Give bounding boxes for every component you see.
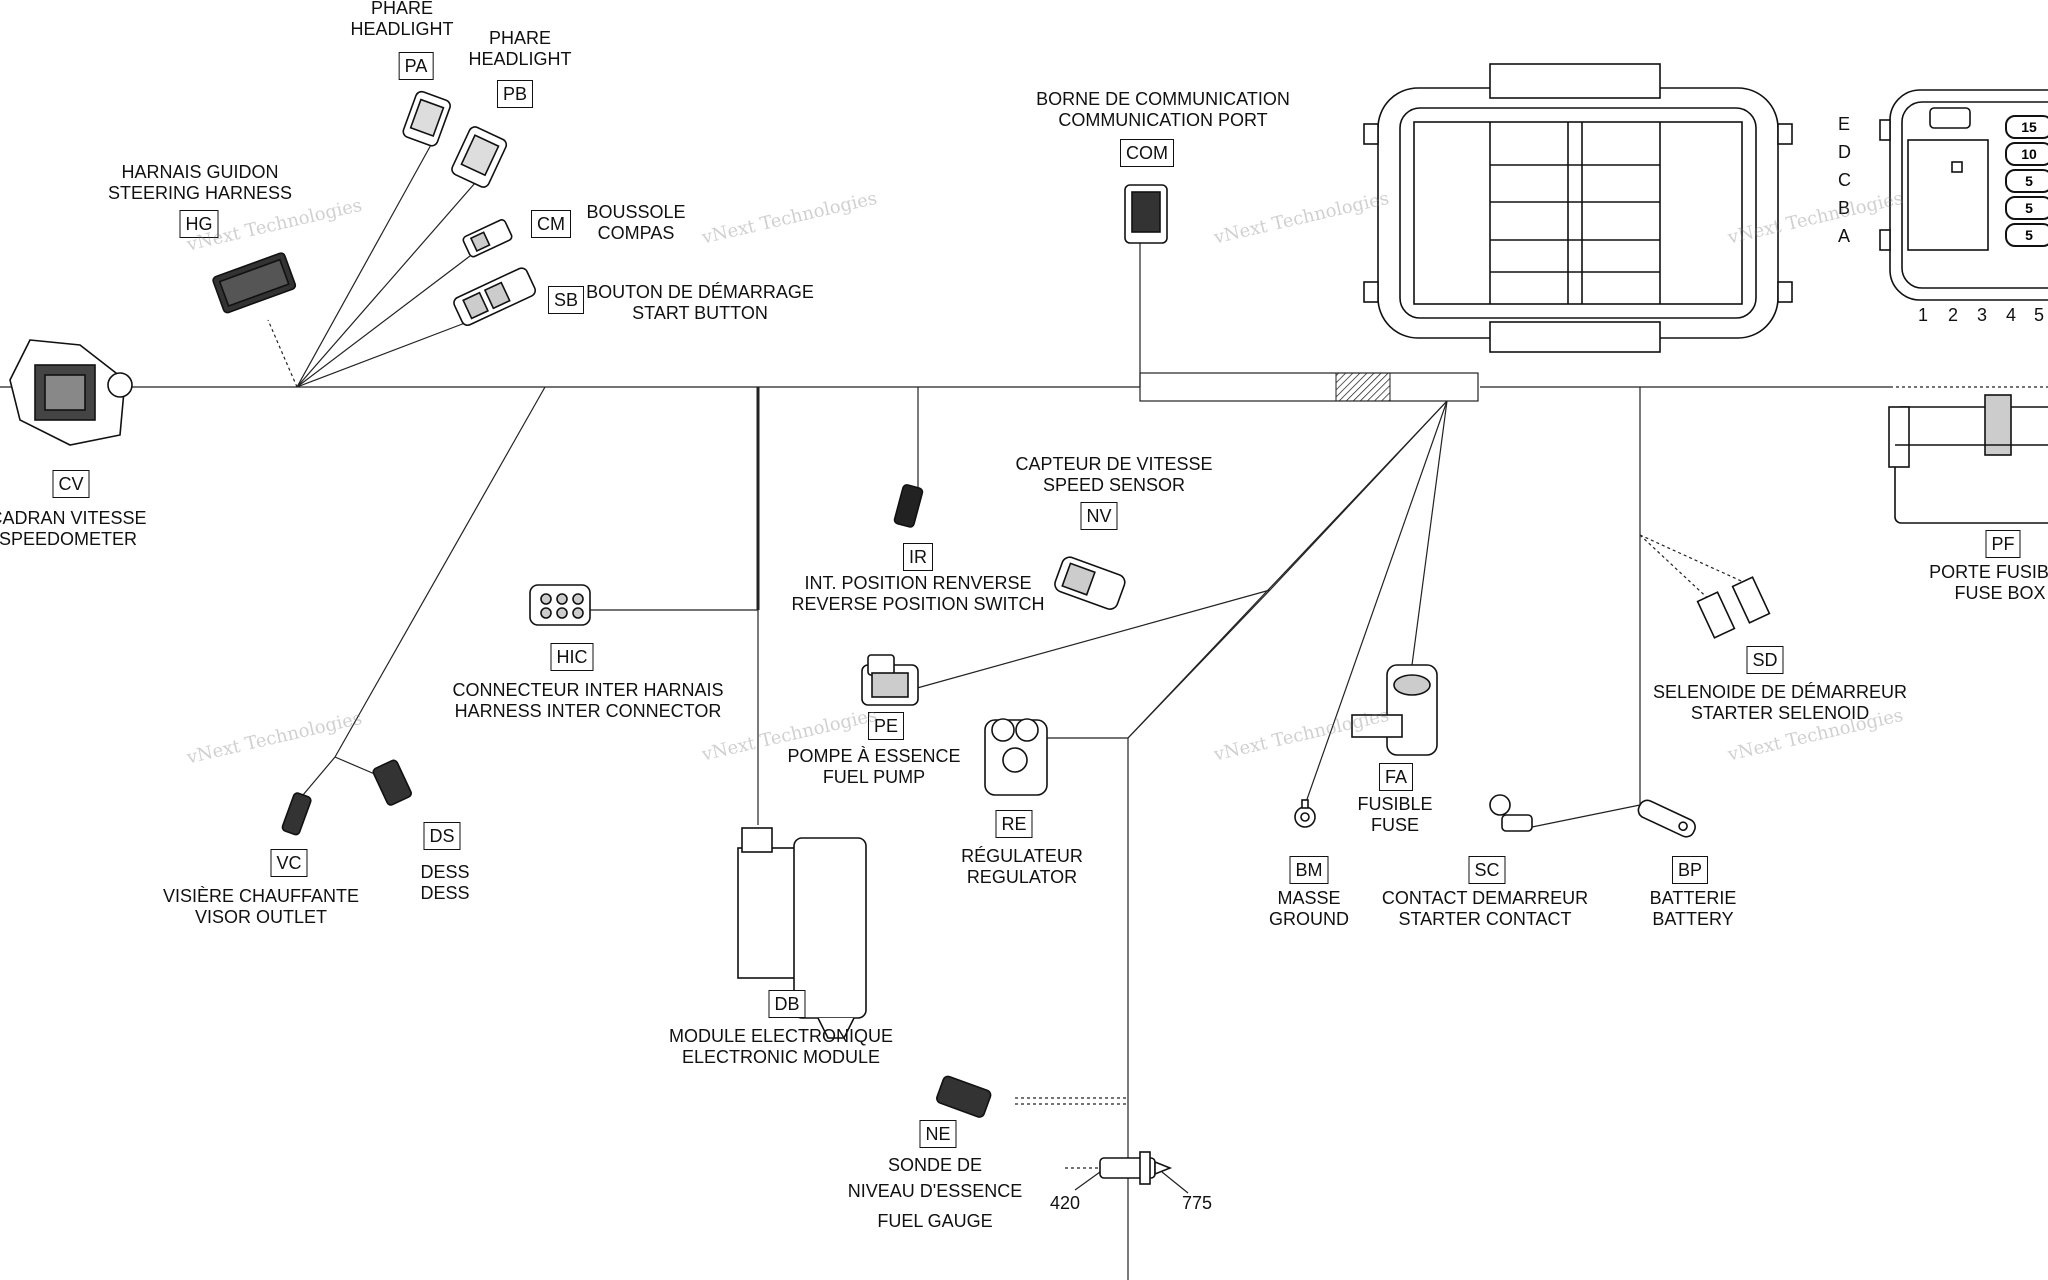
fuse-code[interactable]: FA — [1378, 763, 1414, 791]
fuse-slot-c: 5 — [2005, 169, 2048, 193]
harness-inter-connector-code[interactable]: HIC — [550, 643, 594, 671]
harness-inter-connector — [529, 584, 591, 626]
fuse-col-label: 3 — [1977, 305, 1988, 325]
communication-port-code[interactable]: COM — [1120, 139, 1174, 167]
headlight-pa-connector — [402, 90, 451, 147]
starter-solenoid-code[interactable]: SD — [1746, 646, 1784, 674]
electronic-module-unit — [737, 827, 867, 1039]
fuel-gauge-connector — [936, 1075, 992, 1118]
fuse-box-side-view — [1888, 394, 2048, 524]
gauge-terminal-right: 775 — [1182, 1193, 1213, 1213]
fuse-box-top-view — [1879, 89, 2048, 301]
reverse-switch-code[interactable]: IR — [903, 543, 933, 571]
fuel-gauge-sender — [1099, 1151, 1173, 1185]
fuse-row-label: C — [1838, 170, 1851, 190]
battery-terminal — [1637, 799, 1696, 838]
fuse-slot-a: 5 — [2005, 223, 2048, 247]
fuse-row-label: B — [1838, 198, 1851, 218]
fuel-pump-connector — [861, 654, 919, 706]
starter-contact-code[interactable]: SC — [1468, 856, 1506, 884]
ground-code[interactable]: BM — [1289, 856, 1329, 884]
headlight-pa-code[interactable]: PA — [398, 52, 434, 80]
fuel-pump-code[interactable]: PE — [867, 712, 905, 740]
fuse-slot-e: 15 — [2005, 115, 2048, 139]
sheath-hatch — [1335, 372, 1391, 402]
fuse-row-label: D — [1838, 142, 1851, 162]
headlight-pb-connector — [451, 126, 508, 188]
regulator-connector — [984, 718, 1048, 796]
regulator-code[interactable]: RE — [995, 810, 1033, 838]
speed-sensor-code[interactable]: NV — [1080, 502, 1118, 530]
start-button-connector — [453, 267, 537, 327]
fuse-slot-b: 5 — [2005, 196, 2048, 220]
battery-code[interactable]: BP — [1671, 856, 1709, 884]
fuse-row-label: A — [1838, 226, 1851, 246]
fuse-col-label: 2 — [1948, 305, 1959, 325]
fuse-col-label: 4 — [2006, 305, 2017, 325]
communication-port-connector — [1124, 184, 1168, 244]
gauge-terminal-left: 420 — [1050, 1193, 1081, 1213]
fuse-row-label: E — [1838, 114, 1851, 134]
speed-sensor-connector — [1054, 556, 1126, 610]
speedometer-connector — [9, 339, 133, 446]
visor-outlet-connector — [281, 792, 312, 836]
start-button-code[interactable]: SB — [547, 286, 585, 314]
compass-connector — [462, 219, 513, 258]
center-console-box — [1363, 63, 1793, 353]
fuse-box-code[interactable]: PF — [1985, 530, 2021, 558]
fuel-gauge-code[interactable]: NE — [919, 1120, 957, 1148]
dess-code[interactable]: DS — [423, 822, 461, 850]
fuse-col-label: 5 — [2034, 305, 2045, 325]
fuse-holder-connector — [1351, 664, 1438, 756]
fuse-slot-d: 10 — [2005, 142, 2048, 166]
starter-contact-terminal — [1489, 794, 1533, 832]
starter-solenoid-connectors — [1696, 576, 1771, 639]
steering-harness-connector — [212, 252, 297, 314]
ground-ring-terminal — [1294, 799, 1316, 828]
reverse-switch-connector — [893, 484, 924, 528]
compass-code[interactable]: CM — [531, 210, 571, 238]
visor-outlet-code[interactable]: VC — [270, 849, 308, 877]
electronic-module-code[interactable]: DB — [768, 990, 806, 1018]
steering-harness-code[interactable]: HG — [179, 210, 219, 238]
speedometer-code[interactable]: CV — [52, 470, 90, 498]
headlight-pb-code[interactable]: PB — [496, 80, 534, 108]
fuse-col-label: 1 — [1918, 305, 1929, 325]
dess-connector — [372, 759, 412, 806]
